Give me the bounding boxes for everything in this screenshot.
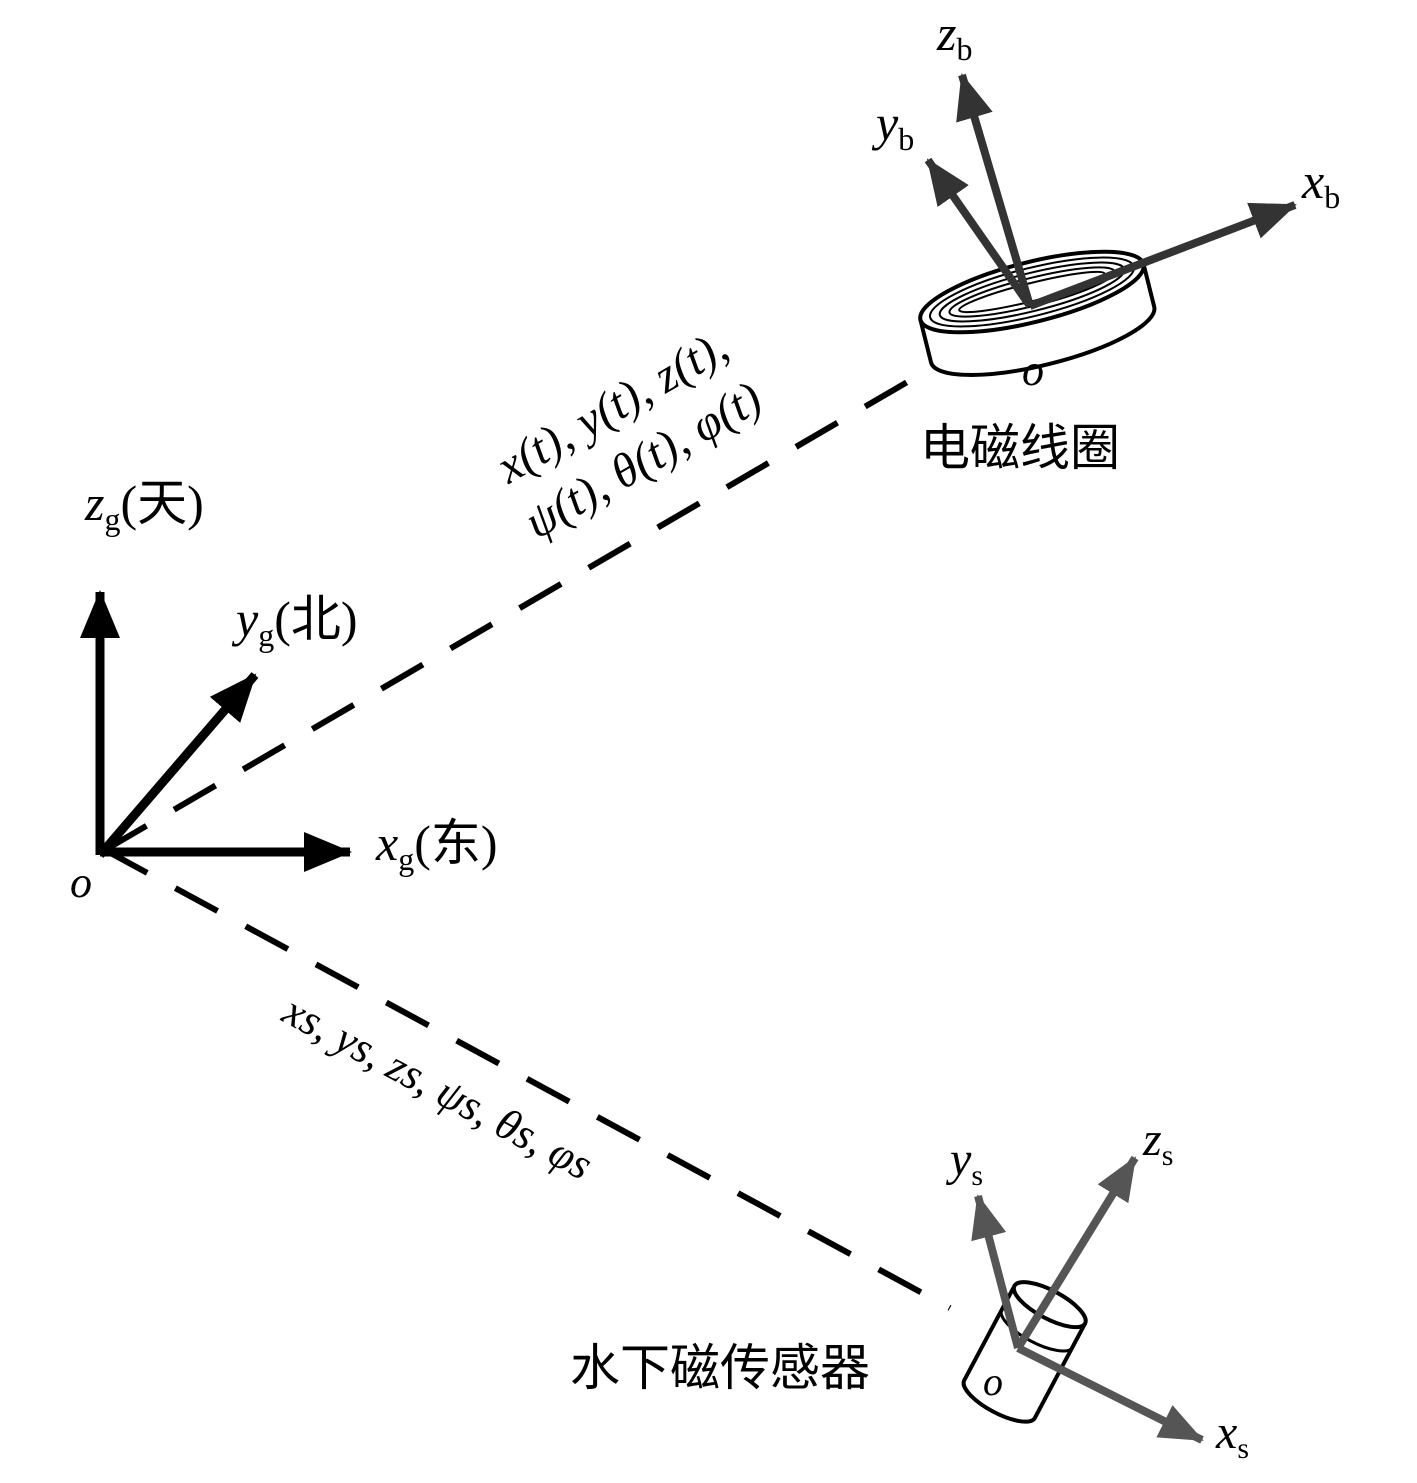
ground-x-dir: (东)	[414, 815, 497, 871]
coil-z-axis	[956, 73, 1034, 308]
coil-x-var: x	[1301, 153, 1324, 209]
sensor-origin-label: o	[983, 1359, 1003, 1404]
coil-frame	[924, 73, 1297, 310]
coil-connector-line	[103, 322, 1007, 853]
coil-y-sub: b	[898, 121, 914, 157]
coil-origin-label: o	[1022, 346, 1044, 395]
coil-label: 电磁线圈	[920, 419, 1120, 477]
sensor-x-sub: s	[1237, 1432, 1249, 1465]
ground-y-label: yg(北)	[231, 591, 358, 653]
sensor-connector-line	[103, 847, 952, 1311]
ground-z-var: z	[84, 475, 104, 531]
coil-y-var: y	[871, 95, 899, 151]
coil-x-axis	[1028, 201, 1297, 310]
ground-y-var: y	[231, 591, 259, 647]
ground-y-sub: g	[258, 617, 274, 653]
ground-z-dir: (天)	[120, 475, 203, 531]
sensor-y-label: ys	[945, 1133, 983, 1192]
coil-y-axis	[924, 157, 1034, 309]
sensor-x-axis	[1016, 1344, 1204, 1444]
ground-z-label: zg(天)	[84, 475, 204, 537]
ground-x-var: x	[375, 815, 398, 871]
ground-origin-label: o	[70, 858, 92, 907]
ground-y-dir: (北)	[274, 591, 357, 647]
ground-frame	[80, 590, 352, 872]
sensor-label: 水下磁传感器	[570, 1339, 870, 1397]
sensor-params-text: xs, ys, zs, ψs, θs, φs	[274, 985, 600, 1189]
sensor-z-var: z	[1142, 1113, 1162, 1166]
ground-x-label: xg(东)	[375, 815, 498, 877]
ground-x-sub: g	[398, 841, 414, 877]
sensor-y-axis	[971, 1194, 1022, 1350]
coil-body	[918, 249, 1157, 377]
coil-x-label: xb	[1301, 153, 1340, 215]
sensor-x-var: x	[1215, 1406, 1237, 1459]
sensor-band	[999, 1309, 1074, 1353]
coil-z-label: zb	[936, 5, 972, 67]
sensor-x-label: xs	[1215, 1406, 1249, 1465]
ground-y-axis	[96, 672, 259, 858]
coil-y-label: yb	[871, 95, 914, 157]
sensor-params: xs, ys, zs, ψs, θs, φs	[274, 985, 600, 1189]
sensor-z-axis	[1014, 1155, 1139, 1351]
sensor-z-sub: s	[1162, 1139, 1174, 1172]
sensor-z-label: zs	[1142, 1113, 1173, 1172]
coil-z-var: z	[936, 5, 956, 61]
coil-z-sub: b	[956, 31, 972, 67]
sensor-y-var: y	[945, 1133, 972, 1186]
sensor-frame	[971, 1155, 1204, 1444]
sensor-y-sub: s	[971, 1159, 983, 1192]
ground-z-sub: g	[104, 501, 120, 537]
coil-x-sub: b	[1324, 179, 1340, 215]
coil-params: x(t), y(t), z(t), ψ(t), θ(t), φ(t)	[487, 319, 771, 549]
